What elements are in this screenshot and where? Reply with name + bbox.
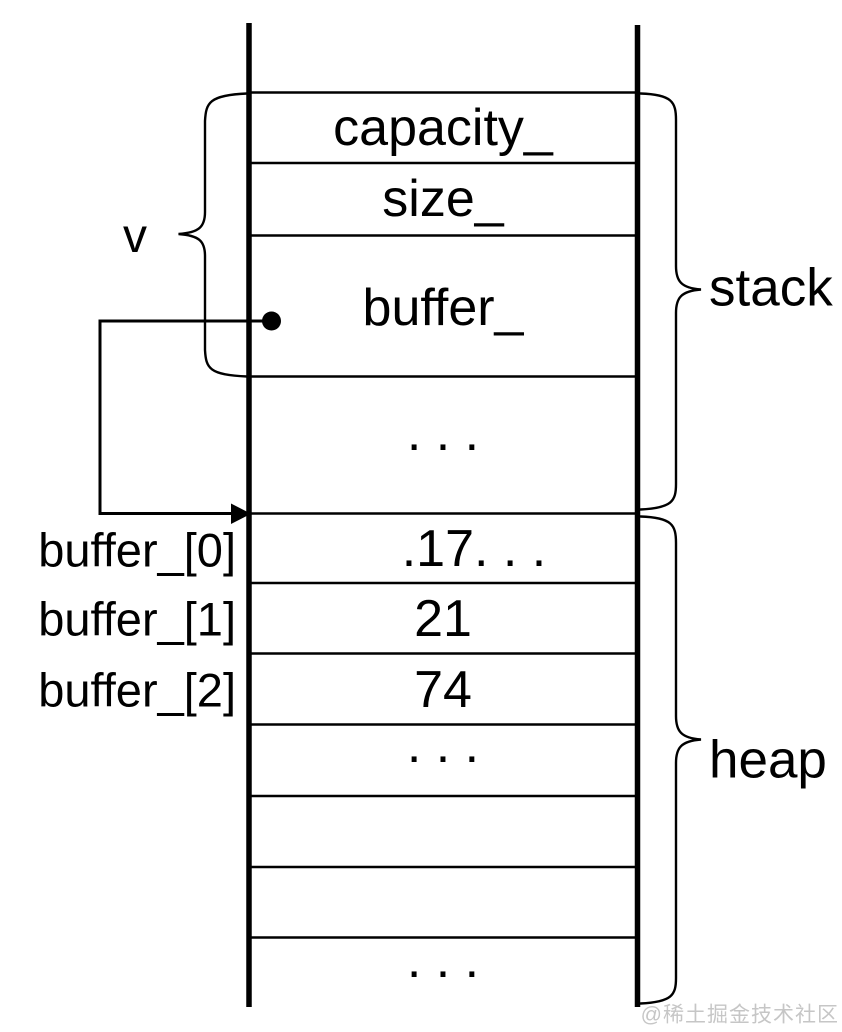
cell-stack-ellipsis: . . .: [406, 404, 480, 462]
label-stack-region: stack: [709, 258, 833, 318]
heap-brace: [639, 515, 702, 1005]
cell-heap-row0: .17. . .: [401, 520, 547, 578]
label-heap-region: heap: [709, 730, 827, 790]
watermark-text: @稀土掘金技术社区: [640, 1003, 839, 1027]
stack-brace: [639, 92, 702, 511]
cell-heap-row1: 21: [414, 590, 472, 648]
pointer-arrowhead-icon: [231, 503, 251, 524]
cell-size: size_: [382, 170, 504, 228]
cell-dividers: [249, 91, 638, 939]
v-brace: [178, 92, 249, 378]
cell-capacity: capacity_: [333, 99, 553, 157]
cell-heap-ellipsis: . . .: [406, 716, 480, 774]
label-buffer-index-0: buffer_[0]: [38, 523, 236, 577]
label-buffer-index-1: buffer_[1]: [38, 592, 236, 646]
pointer-dot: [262, 311, 281, 331]
label-buffer-index-2: buffer_[2]: [38, 663, 236, 717]
cell-buffer: buffer_: [362, 279, 524, 337]
cell-bottom-ellipsis: . . .: [406, 931, 480, 989]
cell-heap-row2: 74: [414, 661, 472, 719]
label-variable-v: v: [123, 210, 147, 263]
pointer-line: [98, 319, 271, 515]
